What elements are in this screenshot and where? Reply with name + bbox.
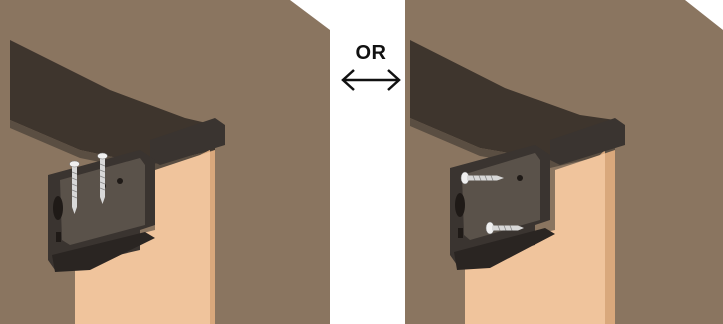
- bracket-slot: [53, 196, 63, 220]
- bracket-hole: [56, 232, 61, 242]
- bracket-hole: [117, 178, 123, 184]
- bracket-hole: [517, 175, 523, 181]
- bracket-slot: [455, 193, 465, 217]
- top-mount-illustration: [0, 0, 330, 324]
- back-mount-illustration: [405, 0, 723, 324]
- bracket-hole: [458, 228, 463, 238]
- mounting-option-back-screws: [405, 0, 723, 324]
- or-label: OR: [336, 42, 406, 65]
- or-divider: OR: [336, 40, 406, 100]
- mounting-option-top-screws: [0, 0, 330, 324]
